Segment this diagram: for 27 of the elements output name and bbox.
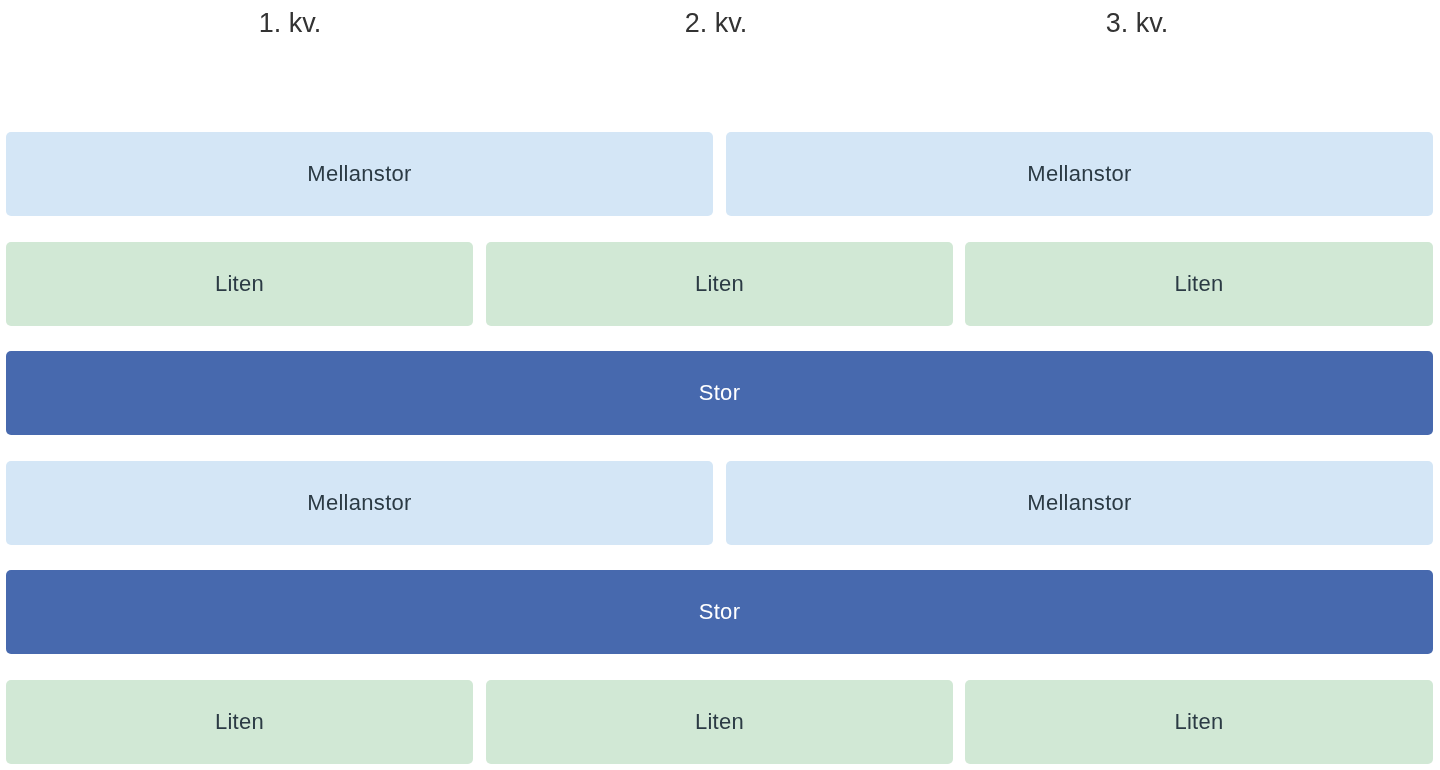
small-bar xyxy=(6,242,473,326)
bar-label: Liten xyxy=(214,271,265,297)
medium-bar xyxy=(726,132,1433,216)
small-bar xyxy=(6,680,473,764)
bar-label: Liten xyxy=(1174,271,1224,297)
large-bar xyxy=(6,351,1433,435)
medium-bar xyxy=(726,461,1433,545)
quarter-heading: 1. kv. xyxy=(258,8,322,39)
bar-label: Mellanstor xyxy=(307,161,412,187)
bar-label: Liten xyxy=(694,709,745,735)
quarter-heading: 3. kv. xyxy=(1105,8,1169,39)
bar-label: Liten xyxy=(694,271,745,297)
bar-label: Mellanstor xyxy=(1027,490,1132,516)
quarter-heading: 2. kv. xyxy=(684,8,748,39)
small-bar xyxy=(965,680,1433,764)
small-bar xyxy=(486,680,953,764)
medium-bar xyxy=(6,132,713,216)
bar-label: Mellanstor xyxy=(1027,161,1132,187)
medium-bar xyxy=(6,461,713,545)
small-bar xyxy=(486,242,953,326)
small-bar xyxy=(965,242,1433,326)
bar-label: Stor xyxy=(698,380,741,406)
large-bar xyxy=(6,570,1433,654)
bar-label: Mellanstor xyxy=(307,490,412,516)
bar-label: Stor xyxy=(698,599,741,625)
bar-label: Liten xyxy=(1174,709,1224,735)
bar-label: Liten xyxy=(214,709,265,735)
